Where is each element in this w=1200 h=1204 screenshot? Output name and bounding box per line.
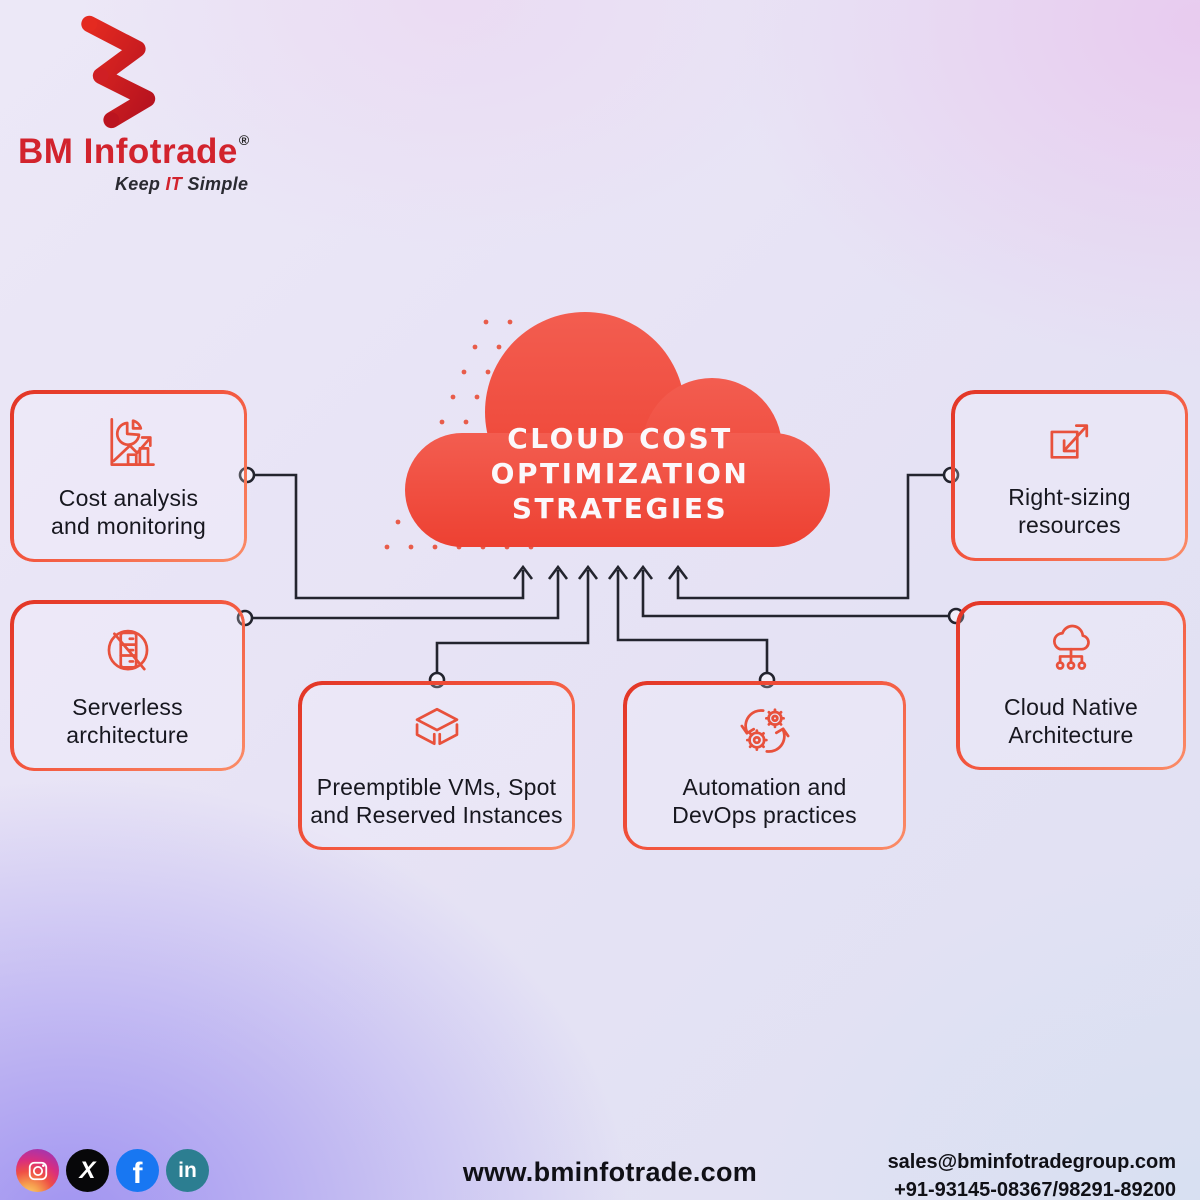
website-url: www.bminfotrade.com xyxy=(462,1157,758,1187)
box-serverless-architecture: Serverless architecture xyxy=(10,600,245,771)
contact-block: sales@bminfotradegroup.com +91-93145-083… xyxy=(888,1148,1176,1204)
box-label: Serverless architecture xyxy=(66,694,189,748)
main-title: CLOUD COST OPTIMIZATION STRATEGIES xyxy=(490,422,750,525)
chart-pie-growth-icon xyxy=(109,417,155,466)
brand-tagline: Keep IT Simple xyxy=(115,174,249,194)
box-label: Right-sizing resources xyxy=(1008,484,1131,538)
x-twitter-icon[interactable]: X xyxy=(66,1149,109,1192)
box-cloud-native-architecture: Cloud Native Architecture xyxy=(956,601,1186,770)
box-label: Cloud Native Architecture xyxy=(1003,694,1139,748)
box-cost-analysis: Cost analysis and monitoring xyxy=(10,390,247,562)
bm-logo-icon xyxy=(81,15,156,129)
box-label: Preemptible VMs, Spot and Reserved Insta… xyxy=(310,774,563,828)
box-label: Automation and DevOps practices xyxy=(672,774,857,828)
cube-icon xyxy=(415,707,458,746)
instagram-icon[interactable] xyxy=(16,1149,59,1192)
box-label: Cost analysis and monitoring xyxy=(51,484,206,539)
box-right-sizing-resources: Right-sizing resources xyxy=(951,390,1188,561)
registered-mark: ® xyxy=(238,132,250,148)
contact-phone: +91-93145-08367/98291-89200 xyxy=(894,1179,1176,1201)
linkedin-icon[interactable]: in xyxy=(166,1149,209,1192)
no-server-icon xyxy=(107,629,148,671)
brand-logo: BM Infotrade® Keep IT Simple xyxy=(18,12,278,195)
box-automation-devops: Automation and DevOps practices xyxy=(623,681,906,850)
social-links: X f in xyxy=(16,1149,209,1192)
contact-email: sales@bminfotradegroup.com xyxy=(887,1151,1176,1173)
gears-cycle-icon xyxy=(740,708,789,753)
cloud-network-icon xyxy=(1053,624,1090,670)
brand-name: BM Infotrade® xyxy=(18,132,250,171)
resize-arrow-icon xyxy=(1050,424,1088,459)
box-preemptible-vms: Preemptible VMs, Spot and Reserved Insta… xyxy=(298,681,575,850)
facebook-icon[interactable]: f xyxy=(116,1149,159,1192)
